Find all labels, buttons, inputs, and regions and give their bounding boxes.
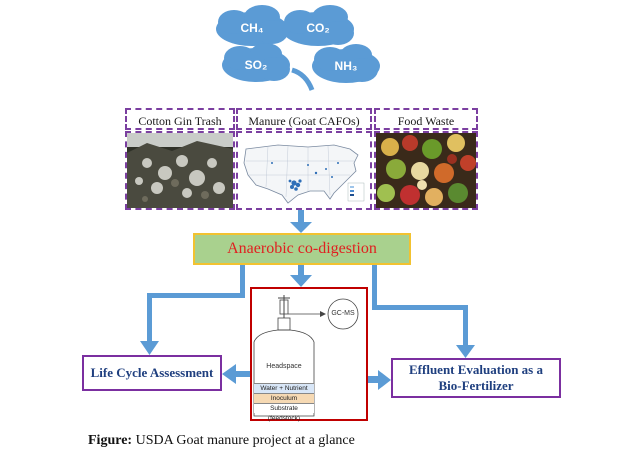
gas-ch4-label: CH₄ [240, 21, 264, 35]
effluent-evaluation-box: Effluent Evaluation as a Bio-Fertilizer [391, 358, 561, 398]
gas-so2-label: SO₂ [244, 58, 268, 72]
layer-substrate: Substrate (feedstock) [254, 403, 314, 422]
gas-co2-label: CO₂ [306, 21, 330, 35]
cloud-nh3-icon [312, 44, 380, 83]
cloud-so2-icon [222, 43, 290, 82]
lca-label: Life Cycle Assessment [90, 365, 214, 380]
source-cotton-label: Cotton Gin Trash [125, 108, 235, 130]
arrow-down-icon [290, 275, 312, 287]
headspace-label: Headspace [266, 363, 302, 370]
layer-water-nutrient: Water + Nutrient [254, 383, 314, 393]
gc-ms-label: GC-MS [331, 310, 355, 317]
arrow-right-icon [378, 370, 391, 390]
arrow-down-icon [456, 345, 475, 358]
source-food-label: Food Waste [374, 108, 478, 130]
arrow-down-icon [140, 341, 159, 355]
curved-arrow-icon [291, 67, 315, 91]
figure-caption: Figure: USDA Goat manure project at a gl… [88, 433, 355, 449]
food-waste-photo [374, 131, 478, 210]
cotton-gin-trash-photo [125, 131, 235, 210]
layer-inoculum: Inoculum [254, 393, 314, 403]
arrow-left-icon [222, 364, 236, 384]
caption-label: Figure: [88, 433, 133, 448]
gas-nh3-label: NH₃ [334, 59, 358, 73]
anaerobic-codigestion-box: Anaerobic co-digestion [193, 233, 411, 265]
source-manure-label: Manure (Goat CAFOs) [236, 108, 372, 130]
goat-cafo-us-map [236, 131, 372, 210]
cloud-ch4-icon [216, 5, 288, 46]
effluent-label-line2: Bio-Fertilizer [438, 378, 514, 393]
life-cycle-assessment-box: Life Cycle Assessment [82, 355, 222, 391]
effluent-label-line1: Effluent Evaluation as a [409, 362, 543, 377]
cloud-co2-icon [282, 5, 354, 46]
arrow-down-icon [290, 222, 312, 233]
caption-text: USDA Goat manure project at a glance [132, 433, 355, 448]
